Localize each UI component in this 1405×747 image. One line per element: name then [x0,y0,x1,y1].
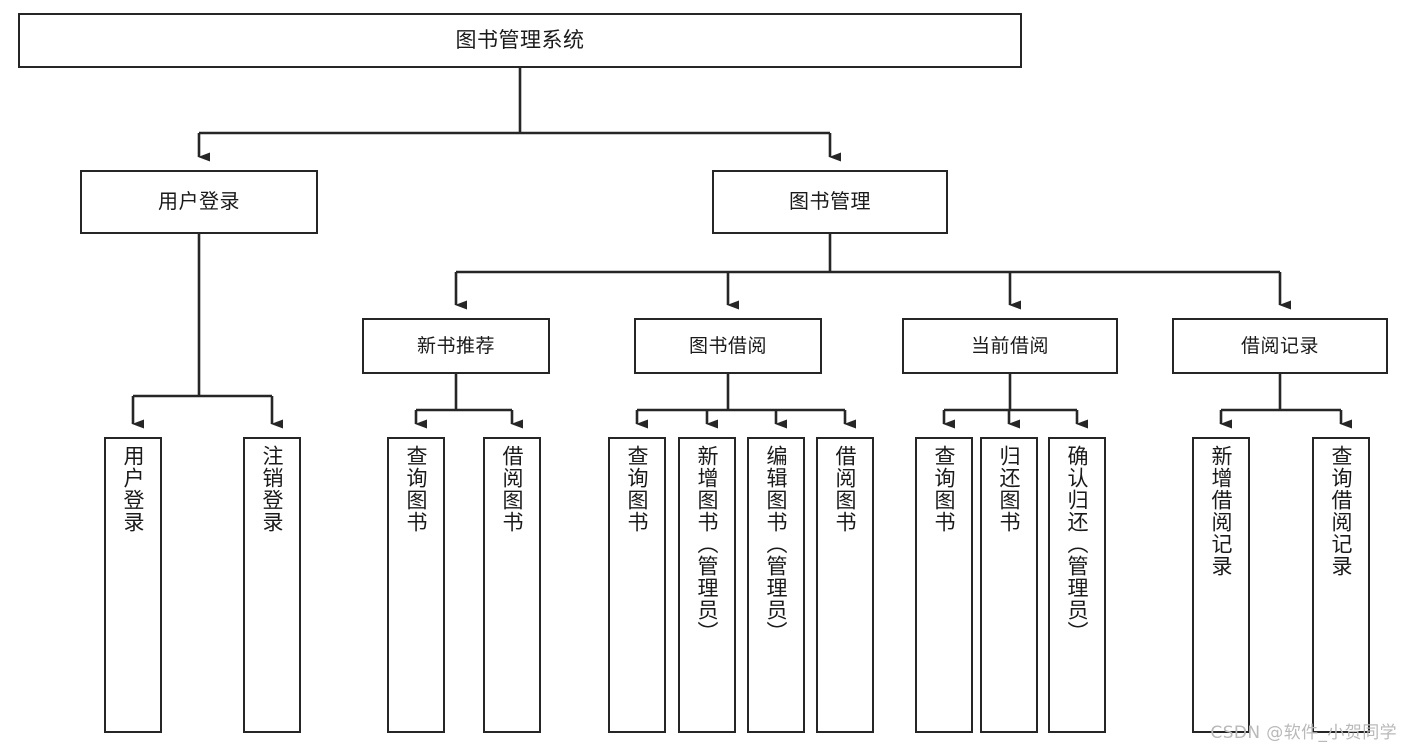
node-leaf-return-book-label: 归还图书 [997,445,1022,533]
node-leaf-confirm-return-label: 确认归还（管理员） [1065,445,1090,643]
node-leaf-confirm-return[interactable]: 确认归还（管理员） [1048,437,1106,733]
node-root[interactable]: 图书管理系统 [18,13,1022,68]
node-leaf-borrow-book[interactable]: 借阅图书 [816,437,874,733]
node-leaf-edit-book[interactable]: 编辑图书（管理员） [747,437,805,733]
node-leaf-query-book-rec-label: 查询图书 [404,445,429,533]
node-current-borrow-label: 当前借阅 [970,334,1049,357]
node-leaf-query-book-rec[interactable]: 查询图书 [387,437,445,733]
node-leaf-user-logout[interactable]: 注销登录 [243,437,301,733]
node-leaf-add-record-label: 新增借阅记录 [1209,445,1234,577]
node-leaf-add-record[interactable]: 新增借阅记录 [1192,437,1250,733]
node-borrow-record-label: 借阅记录 [1240,334,1319,357]
watermark: CSDN @软件_小贺同学 [1210,723,1397,743]
node-leaf-edit-book-label: 编辑图书（管理员） [764,445,789,643]
node-leaf-add-book[interactable]: 新增图书（管理员） [678,437,736,733]
node-user-login-label: 用户登录 [158,189,240,214]
node-book-borrow[interactable]: 图书借阅 [634,318,822,374]
node-current-borrow[interactable]: 当前借阅 [902,318,1118,374]
node-leaf-query-record-label: 查询借阅记录 [1329,445,1354,577]
node-borrow-record[interactable]: 借阅记录 [1172,318,1388,374]
node-leaf-query-book-cur[interactable]: 查询图书 [915,437,973,733]
node-leaf-query-book-borrow-label: 查询图书 [625,445,650,533]
node-leaf-add-book-label: 新增图书（管理员） [695,445,720,643]
node-book-borrow-label: 图书借阅 [688,334,767,357]
node-leaf-user-login[interactable]: 用户登录 [104,437,162,733]
node-leaf-query-book-borrow[interactable]: 查询图书 [608,437,666,733]
node-book-manage-label: 图书管理 [789,189,871,214]
node-leaf-borrow-book-label: 借阅图书 [833,445,858,533]
node-root-label: 图书管理系统 [455,28,585,53]
node-leaf-return-book[interactable]: 归还图书 [980,437,1038,733]
node-book-manage[interactable]: 图书管理 [712,170,948,234]
node-leaf-query-record[interactable]: 查询借阅记录 [1312,437,1370,733]
node-user-login[interactable]: 用户登录 [80,170,318,234]
node-leaf-borrow-book-rec-label: 借阅图书 [500,445,525,533]
node-new-book-recommend-label: 新书推荐 [416,334,495,357]
node-leaf-user-logout-label: 注销登录 [260,445,285,533]
node-leaf-user-login-label: 用户登录 [121,445,146,533]
node-new-book-recommend[interactable]: 新书推荐 [362,318,550,374]
node-leaf-query-book-cur-label: 查询图书 [932,445,957,533]
node-leaf-borrow-book-rec[interactable]: 借阅图书 [483,437,541,733]
